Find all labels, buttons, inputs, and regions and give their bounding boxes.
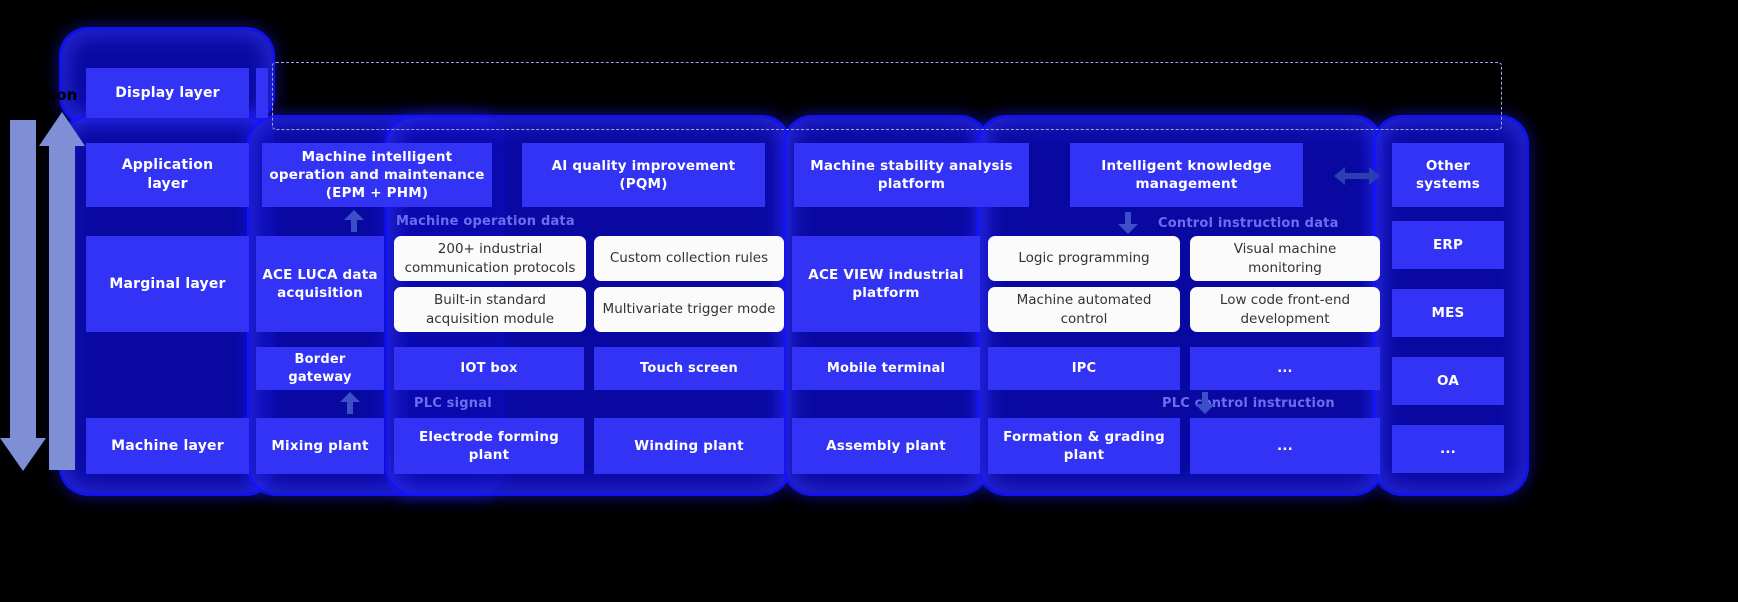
up-arrow-head-icon [39,112,85,146]
wtile-low-code-frontend-development[interactable]: Low code front-end development [1190,287,1380,332]
plc-control-instruction-down-arrow-icon [1195,392,1215,414]
tile-app-machine-stability-analysis[interactable]: Machine stability analysis platform [794,143,1029,207]
tile-mes[interactable]: MES [1392,289,1504,337]
machine-operation-data-up-arrow-icon [344,210,364,232]
tile-marginal-layer[interactable]: Marginal layer [86,236,249,332]
down-arrow-shaft [10,120,36,450]
tile-ace-luca-data-acquisition[interactable]: ACE LUCA data acquisition [256,236,384,332]
label-plc-signal: PLC signal [414,396,492,411]
tile-ipc[interactable]: IPC [988,347,1180,390]
display-layer-dashed-outline [272,62,1502,130]
tile-ace-view-industrial-platform[interactable]: ACE VIEW industrial platform [792,236,980,332]
label-plc-control-instruction: PLC control instruction [1162,396,1335,411]
tile-border-gateway[interactable]: Border gateway [256,347,384,390]
tile-winding-plant[interactable]: Winding plant [594,418,784,474]
tile-device-ellipsis[interactable]: ... [1190,347,1380,390]
label-control-instruction-data: Control instruction data [1158,216,1339,231]
tile-app-machine-intelligent-ops[interactable]: Machine intelligent operation and mainte… [262,143,492,207]
bidirectional-arrow-icon [1334,167,1380,185]
tile-erp[interactable]: ERP [1392,221,1504,269]
control-instruction-data-down-arrow-icon [1118,212,1138,234]
wtile-machine-automated-control[interactable]: Machine automated control [988,287,1180,332]
tile-machine-layer[interactable]: Machine layer [86,418,249,474]
down-arrow-head-icon [0,438,46,471]
tile-right-column-ellipsis[interactable]: ... [1392,425,1504,473]
tile-iot-box[interactable]: IOT box [394,347,584,390]
wtile-visual-machine-monitoring[interactable]: Visual machine monitoring [1190,236,1380,281]
wtile-builtin-standard-acquisition-module[interactable]: Built-in standard acquisition module [394,287,586,332]
display-layer-connector [256,68,268,118]
wtile-200-industrial-protocols[interactable]: 200+ industrial communication protocols [394,236,586,281]
tile-electrode-forming-plant[interactable]: Electrode forming plant [394,418,584,474]
partial-left-label: tion [44,86,78,104]
tile-formation-grading-plant[interactable]: Formation & grading plant [988,418,1180,474]
tile-machine-ellipsis[interactable]: ... [1190,418,1380,474]
wtile-multivariate-trigger-mode[interactable]: Multivariate trigger mode [594,287,784,332]
tile-assembly-plant[interactable]: Assembly plant [792,418,980,474]
tile-oa[interactable]: OA [1392,357,1504,405]
tile-application-layer[interactable]: Application layer [86,143,249,207]
plc-signal-up-arrow-icon [340,392,360,414]
tile-touch-screen[interactable]: Touch screen [594,347,784,390]
tile-display-layer[interactable]: Display layer [86,68,249,118]
up-arrow-shaft [49,145,75,470]
wtile-logic-programming[interactable]: Logic programming [988,236,1180,281]
tile-app-ai-quality-improvement[interactable]: AI quality improvement (PQM) [522,143,765,207]
tile-mobile-terminal[interactable]: Mobile terminal [792,347,980,390]
tile-other-systems[interactable]: Other systems [1392,143,1504,207]
tile-app-intelligent-knowledge-mgmt[interactable]: Intelligent knowledge management [1070,143,1303,207]
wtile-custom-collection-rules[interactable]: Custom collection rules [594,236,784,281]
tile-mixing-plant[interactable]: Mixing plant [256,418,384,474]
label-machine-operation-data: Machine operation data [396,214,575,229]
